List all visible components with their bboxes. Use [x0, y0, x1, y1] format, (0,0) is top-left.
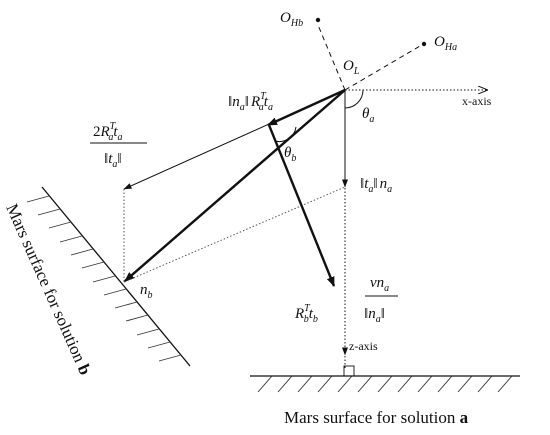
point-o-ha	[421, 41, 427, 47]
svg-text:‖ta‖: ‖ta‖	[104, 151, 122, 170]
mars-surface-a	[250, 365, 520, 393]
angle-arc-theta-b	[274, 126, 297, 142]
dotted-line-nb-to-ta	[123, 186, 346, 283]
label-z-axis: z-axis	[349, 339, 378, 353]
vector-n-b	[124, 89, 346, 282]
label-o-hb: OHb	[280, 10, 303, 29]
vector-norm-na-ra-ta	[267, 88, 346, 127]
label-o-ha: OHa	[434, 34, 457, 53]
label-nu-na: νna ‖na‖	[364, 275, 398, 325]
caption-surface-a: Mars surface for solution a	[284, 408, 469, 427]
dashed-line-o-ha	[344, 45, 421, 91]
label-norm-ta-na: ‖ta‖na	[360, 176, 392, 195]
right-angle-marker	[343, 365, 355, 377]
label-o-l: OL	[343, 58, 360, 77]
svg-text:‖na‖: ‖na‖	[364, 306, 385, 325]
mars-surface-b	[26, 186, 191, 367]
label-x-axis: x-axis	[462, 94, 492, 108]
label-n-b: nb	[140, 282, 153, 301]
angle-arc-theta-a	[344, 89, 364, 109]
caption-surface-b: Mars surface for solution b	[2, 201, 95, 378]
label-theta-b: θb	[284, 145, 296, 164]
vector-rb-tb	[267, 124, 336, 287]
point-o-hb	[315, 17, 321, 23]
label-theta-a: θa	[362, 106, 374, 125]
svg-text:νna: νna	[370, 275, 389, 294]
dashed-line-o-hb	[317, 24, 346, 91]
